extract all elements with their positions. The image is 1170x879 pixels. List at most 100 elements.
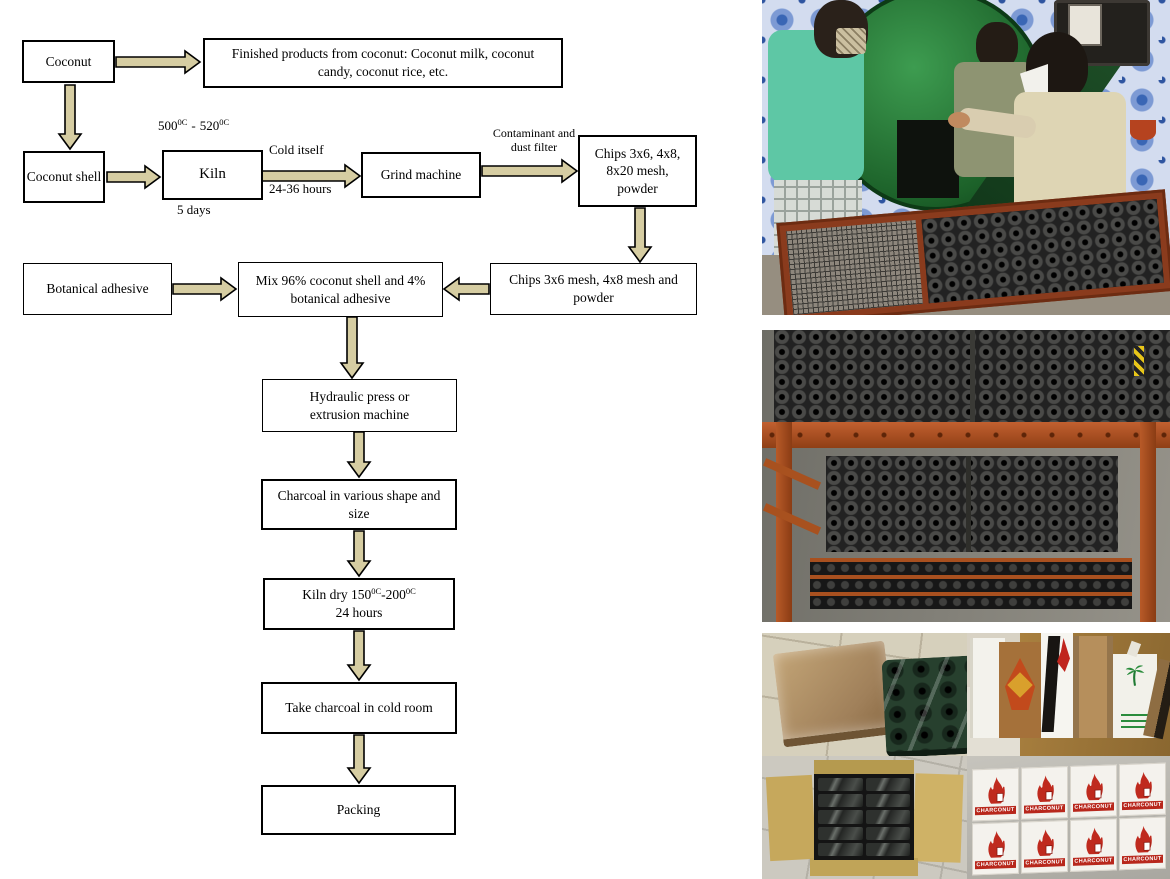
flow-box-mix: Mix 96% coconut shell and 4% botanical a… [238,262,443,317]
tray-gap-lower [966,456,971,552]
charconut-brand-label: CHARCONUT [1122,800,1163,811]
contaminant-filter-label: Contaminant and dust filter [492,126,576,155]
rack-post-right [1140,422,1156,622]
wrapped-charcoal-pack [865,842,910,856]
charconut-brand-label: CHARCONUT [975,859,1016,870]
wire-mesh-basket [786,220,923,315]
wrapped-charcoal-pack [818,778,863,792]
charconut-box: CHARCONUT [1119,762,1166,817]
flow-box-finished-products: Finished products from coconut: Coconut … [203,38,563,88]
charconut-boxes-quadrant: CHARCONUT CHARCONUT CHARCONUT CHARCONUT [967,756,1170,879]
flame-icon [1036,829,1054,857]
carton-flap-bottom [810,858,918,876]
flow-box-chips-selected: Chips 3x6 mesh, 4x8 mesh and powder [490,263,697,315]
kiln-dry-line1: Kiln dry 1500C-2000C [302,586,416,603]
yellow-striped-marker [1134,346,1144,376]
charconut-box: CHARCONUT [972,767,1019,822]
tray-row [810,592,1132,609]
tray-row [810,575,1132,592]
arrow-kilndry-to-coldroom [346,630,372,682]
arrow-mix-to-press [339,316,365,380]
wrapped-charcoal-pack [865,810,910,824]
wrapped-charcoal-pack [818,794,863,808]
charconut-box: CHARCONUT [1070,818,1117,872]
tray-row [810,558,1132,575]
wrapped-charcoal-pack [818,826,863,840]
arrow-press-to-shapes [346,431,372,479]
palm-tree-icon [1125,665,1145,686]
charconut-brand-label: CHARCONUT [1024,858,1065,868]
lower-shelf-briquettes [826,456,1118,552]
flow-box-grind-machine: Grind machine [361,152,481,198]
flame-icon [987,831,1005,858]
green-text-lines [1121,710,1149,728]
flow-box-botanical-adhesive: Botanical adhesive [23,263,172,315]
machine-opening [897,120,959,198]
wrapped-charcoal-pack [865,778,910,792]
arrow-chips-to-mix [442,276,490,302]
flow-box-kiln-dry: Kiln dry 1500C-2000C 24 hours [263,578,455,630]
briquettes-on-table [921,198,1164,304]
arrow-kiln-to-grind [254,163,362,189]
black-band [1041,636,1061,732]
arrow-coconut-to-shell [57,84,83,151]
wrapped-charcoal-pack [865,826,910,840]
charconut-box: CHARCONUT [1119,816,1166,871]
arrow-shapes-to-kilndry [346,530,372,578]
carton-flap-top [814,760,914,776]
kiln-temperature-label: 5000C-5200C [158,117,230,133]
flow-box-kiln: Kiln [162,150,263,200]
flow-box-charcoal-shapes: Charcoal in various shape and size [261,479,457,530]
kiln-duration-label: 5 days [177,202,211,217]
wrapped-charcoal-pack [818,810,863,824]
rack-beam [762,422,1170,448]
white-bag-black-band [1041,633,1073,738]
charconut-brand-label: CHARCONUT [975,805,1016,816]
brown-kraft-bag [1073,636,1113,738]
red-bucket [1130,120,1156,140]
charconut-box-row: CHARCONUT CHARCONUT CHARCONUT CHARCONUT [972,762,1166,822]
wrapped-packs-quadrant [762,633,967,756]
photo-column: CHARCONUT CHARCONUT CHARCONUT CHARCONUT [762,0,1170,879]
charconut-brand-label: CHARCONUT [1073,856,1114,866]
cold-duration-label: 24-36 hours [269,181,332,196]
control-panel [1068,4,1102,46]
flow-box-coconut: Coconut [22,40,115,83]
flow-box-hydraulic-press: Hydraulic press or extrusion machine [262,379,457,432]
flame-icon [1134,825,1152,853]
flow-arrows [57,49,653,785]
arrow-botanical-to-mix [172,276,238,302]
paper-bags-quadrant [967,633,1170,756]
open-carton-quadrant [762,756,967,879]
kraft-bag-flame-print [999,642,1041,738]
arrow-shell-to-kiln [106,164,162,190]
charconut-box: CHARCONUT [1070,764,1117,818]
flame-icon [1036,775,1054,803]
flow-box-cold-room: Take charcoal in cold room [261,682,457,734]
carton-flap-left [765,774,817,862]
arrow-grind-to-chips [481,158,579,184]
charconut-box: CHARCONUT [1021,766,1068,820]
paper-parcel [772,640,896,748]
kiln-dry-line2: 24 hours [335,605,383,620]
charconut-box: CHARCONUT [1021,820,1068,874]
flame-icon [1085,773,1103,801]
flow-box-coconut-shell: Coconut shell [23,151,105,203]
wrapped-charcoal-pack [818,842,863,856]
workers-pressing-photo [762,0,1170,315]
flow-box-packing: Packing [261,785,456,835]
charconut-brand-label: CHARCONUT [1073,802,1114,812]
rack-rail-left-1 [762,458,822,490]
charconut-box-row: CHARCONUT CHARCONUT CHARCONUT CHARCONUT [972,816,1166,876]
packaging-photo: CHARCONUT CHARCONUT CHARCONUT CHARCONUT [762,633,1170,879]
worker-left-mask [836,28,866,54]
flame-icon [1085,827,1103,855]
rack-rail-left-2 [762,503,822,535]
briquette-racks-photo [762,330,1170,622]
carton-flap-right [912,773,964,863]
arrow-chips-down [627,207,653,264]
flow-box-chips-output: Chips 3x6, 4x8, 8x20 mesh, powder [578,135,697,207]
coconut-charcoal-flowchart: Coconut Finished products from coconut: … [22,38,697,835]
arrow-coconut-to-finished [115,49,202,75]
